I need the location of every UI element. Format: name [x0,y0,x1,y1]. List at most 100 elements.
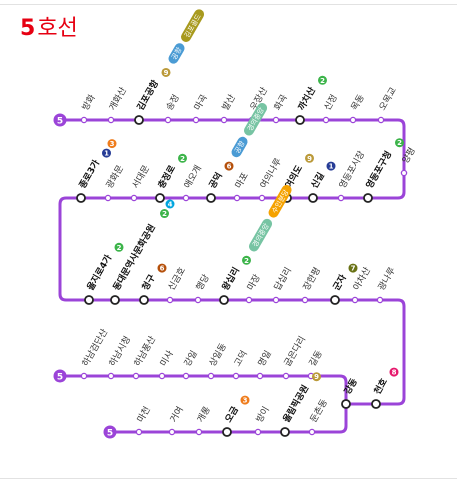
station-미사[interactable]: 미사 [158,348,176,380]
station-하남시청[interactable]: 하남시청 [107,334,133,380]
station-name: 군자 [330,272,349,293]
terminus-line-number: 5 [57,117,63,127]
station-오금[interactable]: 오금3 [222,395,250,437]
station-marker [258,194,266,202]
transfer-tag-경의중앙: 경의중앙 [249,218,273,252]
station-송정[interactable]: 송정 [164,93,182,124]
station-하남검단산[interactable]: 하남검단산 [79,327,110,380]
station-name: 까치산 [295,84,318,112]
station-마장[interactable]: 마장 [245,273,263,304]
station-장한평[interactable]: 장한평 [301,265,323,304]
station-marker [104,194,112,202]
tag-pill [168,43,185,64]
station-영등포시장[interactable]: 영등포시장 [337,149,367,202]
station-name: 하남검단산 [79,327,110,369]
station-marker [80,372,88,380]
station-화곡[interactable]: 화곡 [272,93,290,124]
station-name: 여의나루 [257,156,284,191]
station-목동[interactable]: 목동 [349,93,367,124]
station-행당[interactable]: 행당 [193,272,212,304]
transfer-station-marker [155,193,165,203]
transfer-badge-line-2: 2 [318,75,327,85]
terminus-circle [103,425,117,439]
transfer-station-marker [110,295,120,305]
station-발산[interactable]: 발산 [220,93,238,124]
transfer-badge-line-9: 9 [312,372,321,382]
station-상일동[interactable]: 상일동 [207,341,229,380]
station-마곡[interactable]: 마곡 [192,93,210,124]
station-오목교[interactable]: 오목교 [377,85,399,124]
transfer-station-marker [139,295,149,305]
station-개롱[interactable]: 개롱 [195,405,213,436]
station-둔촌동[interactable]: 둔촌동 [308,397,330,436]
station-name: 화곡 [272,93,290,113]
badge-label: 6 [227,163,232,171]
line-number: 5 [20,16,36,41]
line-track-main [58,118,406,406]
station-신금호[interactable]: 신금호 [166,265,188,304]
transfer-tag-공항: 공항 [168,43,185,64]
terminus-marker-banghwa: 5 [53,113,67,127]
station-명일[interactable]: 명일 [256,349,274,380]
badge-circle [389,367,399,377]
station-굽은다리[interactable]: 굽은다리 [282,334,308,380]
badge-circle [326,161,336,171]
station-광화문[interactable]: 광화문 [103,163,126,202]
badge-circle [305,153,314,163]
station-마포[interactable]: 마포 [233,171,251,202]
station-name: 광화문 [103,163,126,191]
station-개화산[interactable]: 개화산 [107,85,129,124]
station-답십리[interactable]: 답십리 [271,265,294,304]
badge-label: 9 [164,69,169,77]
badge-circle [178,153,187,163]
badge-label: 9 [307,155,312,163]
badge-circle [160,209,169,219]
station-방이[interactable]: 방이 [254,405,272,436]
bottom-divider [0,478,457,479]
station-marker [308,428,316,436]
station-방화[interactable]: 방화 [80,93,98,124]
station-거여[interactable]: 거여 [167,404,186,436]
transfer-station-marker [295,115,305,125]
station-name: 마장 [245,273,263,293]
station-마천[interactable]: 마천 [135,405,153,436]
station-서대문[interactable]: 서대문 [130,163,152,202]
transfer-badge-line-3: 3 [240,395,250,405]
station-하남풍산[interactable]: 하남풍산 [132,334,158,380]
station-name: 목동 [349,93,367,113]
station-광나루[interactable]: 광나루 [375,265,398,304]
station-강일[interactable]: 강일 [182,349,200,380]
station-marker [80,116,88,124]
station-name: 미사 [158,348,176,368]
transfer-badge-line-2: 2 [114,242,124,252]
transfer-badge-line-2: 2 [160,209,169,219]
badge-label: 1 [329,163,334,171]
tag-pill [181,9,205,42]
station-name: 종로3가 [76,157,102,191]
station-name: 을지로4가 [84,252,114,293]
transfer-station-marker [308,193,318,203]
station-marker [349,116,357,124]
station-천호[interactable]: 천호8 [371,367,399,409]
badge-circle [165,199,175,209]
station-신길[interactable]: 신길1 [308,161,336,203]
station-신정[interactable]: 신정 [322,93,340,124]
transfer-badge-line-8: 8 [389,367,399,377]
station-청구[interactable]: 청구6 [139,263,167,305]
station-name: 천호 [372,376,390,396]
station-애오개[interactable]: 애오개 [182,163,204,202]
station-marker [233,194,241,202]
station-marker [166,296,174,304]
transfer-tag-김포골드: 김포골드 [181,9,205,42]
station-고덕[interactable]: 고덕 [232,349,250,380]
station-name: 개롱 [195,405,213,425]
badge-circle [318,75,327,85]
line-title: 5호선 [20,16,78,42]
